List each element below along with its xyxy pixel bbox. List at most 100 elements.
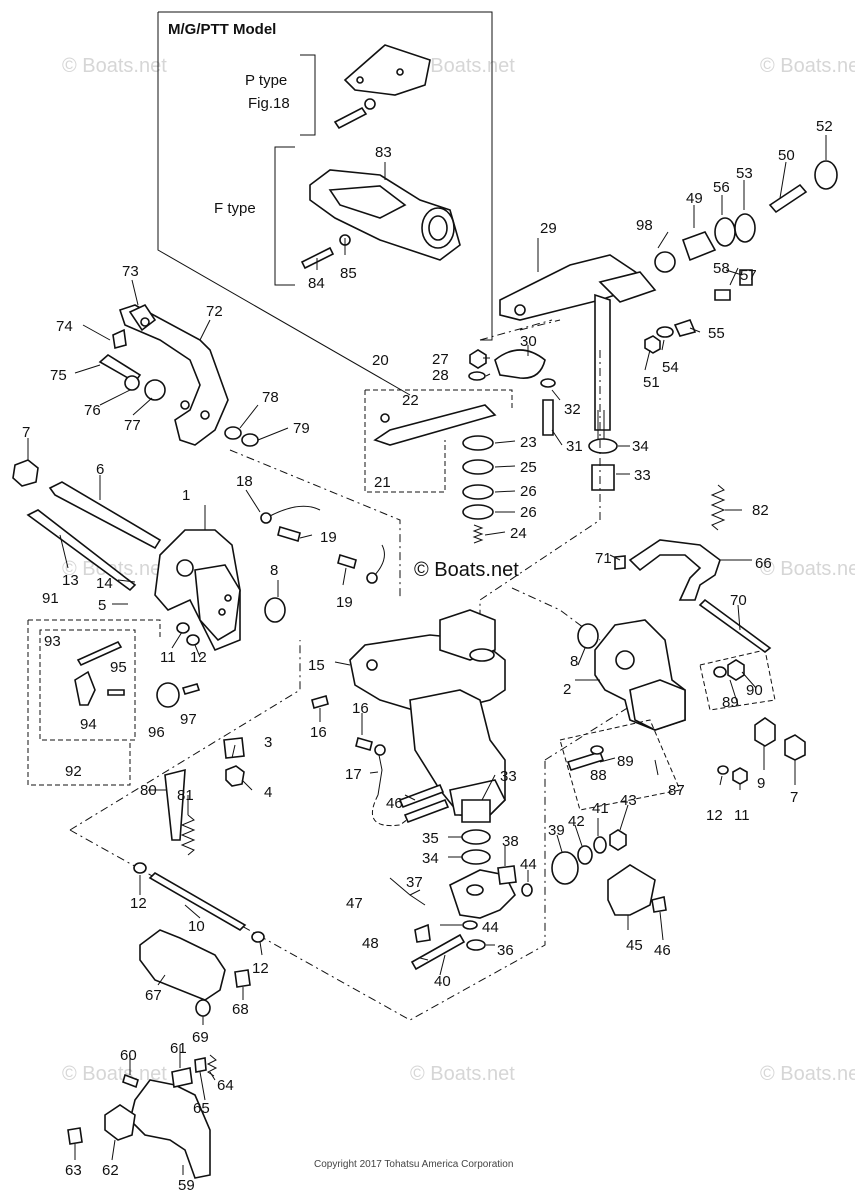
bolt-part	[234, 969, 251, 988]
clamp-bracket-right	[594, 619, 686, 731]
part-label: 11	[734, 807, 750, 824]
washer-part	[186, 634, 200, 646]
part-label: 36	[497, 942, 514, 959]
part-label: 16	[310, 724, 327, 741]
group-box-87	[559, 719, 681, 811]
part-label: 88	[590, 767, 607, 784]
part-label: 79	[293, 420, 310, 437]
washer-part	[468, 371, 486, 381]
shaft-part	[148, 872, 247, 931]
part-label: 41	[592, 800, 609, 817]
part-label: 91	[42, 590, 59, 607]
nut-part	[732, 767, 748, 785]
part-label: 9	[757, 775, 765, 792]
part-label: 76	[84, 402, 101, 419]
part-label: 45	[626, 937, 643, 954]
part-label: 7	[790, 789, 798, 806]
f-type-handle-part	[300, 169, 461, 270]
part-label: 38	[502, 833, 519, 850]
pin-part	[107, 689, 125, 696]
terminal-part	[260, 512, 272, 524]
part-label: 13	[62, 572, 79, 589]
part-label: 24	[510, 525, 527, 542]
swivel-bracket-part	[349, 609, 506, 816]
part-label: 50	[778, 147, 795, 164]
part-label: 16	[352, 700, 369, 717]
group-box-20	[364, 389, 513, 493]
bolt-part	[355, 737, 373, 751]
part-label: 40	[434, 973, 451, 990]
part-label: 87	[668, 782, 685, 799]
assembly-line	[544, 699, 641, 761]
part-label: 28	[432, 367, 449, 384]
part-label: 95	[110, 659, 127, 676]
bolt-part	[410, 933, 466, 971]
bolt-part	[398, 783, 445, 809]
part-label: 65	[193, 1100, 210, 1117]
bushing-part	[577, 623, 599, 649]
clamp-bracket-left	[154, 529, 241, 652]
part-label: 11	[160, 649, 176, 666]
group-box-91	[27, 619, 161, 786]
part-label: 74	[56, 318, 73, 335]
part-label: 48	[362, 935, 379, 952]
watermark-center: © Boats.net	[414, 559, 519, 581]
part-label: 29	[540, 220, 557, 237]
washer-part	[593, 836, 607, 854]
part-label: 14	[96, 575, 113, 592]
part-label: 94	[80, 716, 97, 733]
part-label: 42	[568, 813, 585, 830]
clip-part	[494, 349, 546, 379]
block-part	[497, 865, 517, 885]
part-label: 49	[686, 190, 703, 207]
washer-part	[124, 375, 140, 391]
part-label: 4	[264, 784, 272, 801]
part-label: 98	[636, 217, 653, 234]
part-label: 21	[374, 474, 391, 491]
terminal-part	[366, 572, 378, 584]
upper-right-parts	[644, 160, 838, 354]
group-box-92	[39, 629, 136, 741]
assembly-line	[69, 760, 546, 1021]
part-label: 35	[422, 830, 439, 847]
part-label: 15	[308, 657, 325, 674]
part-label: 58	[713, 260, 730, 277]
washer-part	[590, 745, 604, 755]
part-label: 33	[634, 467, 651, 484]
part-label: 78	[262, 389, 279, 406]
part-label: 23	[520, 434, 537, 451]
part-label: 26	[520, 504, 537, 521]
part-label: 62	[102, 1162, 119, 1179]
nut-part	[754, 717, 776, 747]
terminal-part	[374, 744, 386, 756]
part-label: 44	[482, 919, 499, 936]
part-label: 3	[264, 734, 272, 751]
washer-part	[241, 433, 259, 447]
bushing-part	[461, 799, 491, 823]
part-label: 1	[182, 487, 190, 504]
part-label: 92	[65, 763, 82, 780]
lever-part	[118, 303, 229, 446]
watermark: © Boats.net	[760, 55, 855, 77]
through-shaft-part	[48, 481, 162, 550]
part-label: 7	[22, 424, 30, 441]
handle-part	[628, 539, 721, 601]
washer-part	[588, 438, 618, 454]
part-label: 44	[520, 856, 537, 873]
part-label: 34	[422, 850, 439, 867]
watermark: © Boats.net	[760, 1063, 855, 1085]
part-label: 53	[736, 165, 753, 182]
part-label: 67	[145, 987, 162, 1004]
part-label: 90	[746, 682, 763, 699]
wire-part	[267, 505, 321, 518]
washer-stack	[462, 435, 494, 544]
part-label: 31	[566, 438, 583, 455]
leader-lines	[27, 135, 827, 1175]
wire-part	[377, 749, 383, 796]
part-label: 37	[406, 874, 423, 891]
part-label: 33	[500, 768, 517, 785]
part-label: 34	[632, 438, 649, 455]
washer-part	[224, 426, 242, 440]
fig-ref-label: Fig.18	[248, 95, 290, 112]
